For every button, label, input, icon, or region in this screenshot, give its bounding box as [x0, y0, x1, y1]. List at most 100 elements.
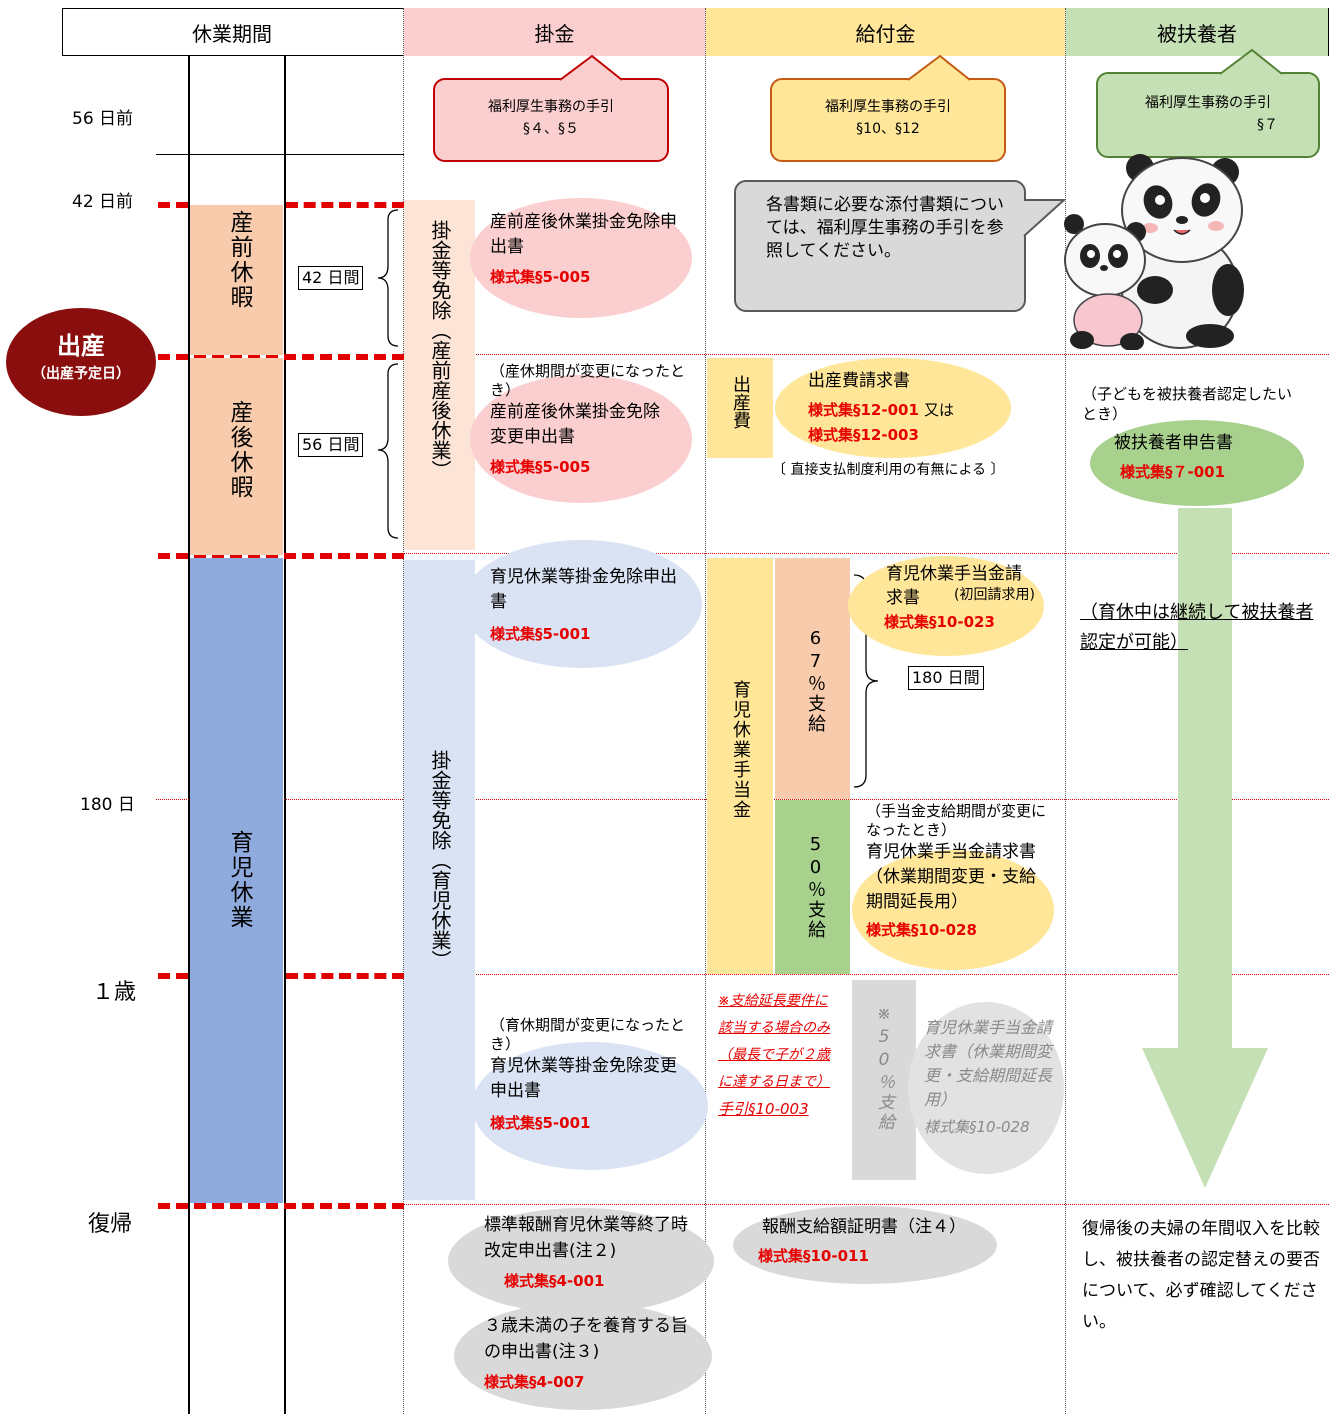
ext-note-line: ※支給延長要件に	[718, 993, 828, 1009]
doc-kakekin-1: 産前産後休業掛金免除申出書 様式集§5-005	[490, 210, 680, 289]
row-divider	[156, 154, 404, 155]
pct67-bar	[775, 558, 850, 799]
doc-form: 様式集§７-001	[1120, 463, 1226, 481]
bracket-56days	[377, 363, 399, 539]
doc-form: 様式集§4-007	[484, 1373, 585, 1391]
shussan-note: 〔 直接支払制度利用の有無による 〕	[772, 462, 1005, 478]
marker-42days	[286, 202, 404, 208]
doc-form: 様式集§4-001	[504, 1272, 605, 1290]
doc-title: 育児休業手当金請求書	[886, 564, 1022, 608]
doc-title: 被扶養者申告書	[1114, 433, 1233, 453]
sango-label: 産後休暇	[226, 400, 252, 500]
doc-form: 様式集§10-028	[924, 1118, 1030, 1136]
marker-ikuji-start	[158, 553, 404, 559]
days42-box: 42 日間	[298, 266, 364, 290]
attachments-note-text: 各書類に必要な添付書類については、福利厚生事務の手引を参照してください。	[766, 195, 1004, 261]
doc-shussanhi: 出産費請求書 様式集§12-001 又は 様式集§12-003	[808, 368, 1008, 447]
doc-title: 育児休業手当金請求書（休業期間変更・支給期間延長用）	[866, 842, 1036, 912]
time-one-year: １歳	[92, 980, 137, 1005]
note-pointer	[1020, 199, 1067, 237]
doc-form: 様式集§5-005	[490, 458, 591, 476]
doc-title: ３歳未満の子を養育する旨の申出書(注３)	[484, 1316, 688, 1362]
column-divider	[1065, 8, 1066, 1414]
doc-ellipse	[733, 1206, 997, 1284]
ext-note-line: に達する日まで）	[718, 1074, 830, 1090]
column-divider	[705, 8, 706, 1414]
marker-birth	[158, 354, 404, 360]
time-42days-before: 42 日前	[72, 192, 134, 212]
kakekin-bar-sankyu	[404, 200, 475, 550]
doc-kakekin-2: （産休期間が変更になったとき） 産前産後休業掛金免除変更申出書 様式集§5-00…	[490, 362, 695, 479]
callout-sections: §７	[1257, 117, 1278, 133]
continue-arrow	[1142, 508, 1268, 1188]
timeline-axis-right	[284, 56, 286, 1414]
time-180days: 180 日	[80, 795, 135, 815]
bracket-42days	[377, 209, 399, 347]
marker-42days	[158, 202, 188, 208]
ext-note-line: （最長で子が２歳	[718, 1047, 830, 1063]
header-period: 休業期間	[192, 21, 272, 46]
doc-condition: （手当金支給期間が変更になったとき）	[866, 802, 1047, 839]
doc-kyufu-2: （手当金支給期間が変更になったとき） 育児休業手当金請求書（休業期間変更・支給期…	[866, 802, 1056, 942]
shussanhi-label: 出産費	[730, 375, 751, 429]
doc-ellipse	[470, 375, 692, 503]
doc-kakekin-3: 育児休業等掛金免除申出書 様式集§5-001	[490, 565, 690, 646]
kakekin-callout: 福利厚生事務の手引 §４、§５	[433, 78, 669, 162]
doc-title: 育児休業等掛金免除変更申出書	[490, 1056, 677, 1101]
doc-kakekin-5: 標準報酬育児休業等終了時改定申出書(注２) 様式集§4-001	[484, 1212, 699, 1293]
days180-box: 180 日間	[908, 666, 984, 690]
doc-form: 様式集§5-001	[490, 1114, 591, 1132]
doc-ellipse	[472, 1042, 708, 1170]
doc-ellipse	[852, 850, 1054, 970]
doc-kakekin-6: ３歳未満の子を養育する旨の申出書(注３) 様式集§4-007	[484, 1313, 699, 1394]
ikuji-bar	[190, 558, 283, 1203]
kakekin-bar-sankyu-label: 掛金等免除（産前産後休業）	[428, 220, 452, 480]
kakekin-bar-ikuji	[404, 560, 475, 1200]
doc-ellipse	[1090, 420, 1304, 506]
doc-title: 育児休業等掛金免除申出書	[490, 567, 677, 612]
header-kakekin: 掛金	[404, 8, 705, 56]
column-divider	[403, 8, 404, 1414]
kyufu-callout: 福利厚生事務の手引 §10、§12	[770, 78, 1006, 162]
callout-title: 福利厚生事務の手引	[825, 99, 951, 115]
sango-bar	[190, 358, 283, 555]
doc-hoshu: 報酬支給額証明書（注４） 様式集§10-011	[758, 1216, 992, 1268]
ext-pct-label: ※50％支給	[874, 1004, 894, 1133]
callout-title: 福利厚生事務の手引	[488, 99, 614, 115]
doc-title: 育児休業手当金請求書（休業期間変更・支給期間延長用）	[924, 1018, 1053, 1109]
row-divider	[404, 553, 1329, 554]
extension-note: ※支給延長要件に 該当する場合のみ （最長で子が２歳 に達する日まで） 手引§1…	[718, 988, 846, 1123]
doc-title: 報酬支給額証明書（注４）	[762, 1217, 966, 1237]
doc-kyufu-1: 育児休業手当金請求書 (初回請求用) 様式集§10-023	[884, 562, 1056, 634]
shussanhi-bar	[707, 358, 773, 458]
doc-ellipse	[462, 540, 702, 668]
doc-form: 様式集§5-005	[490, 268, 591, 286]
kakekin-bar-ikuji-label: 掛金等免除（育児休業）	[428, 750, 452, 970]
sanzen-bar	[190, 205, 283, 355]
doc-kyufu-ext: 育児休業手当金請求書（休業期間変更・支給期間延長用） 様式集§10-028	[924, 1016, 1059, 1139]
pct67-label: 67％支給	[805, 628, 826, 734]
fuyo-callout: 福利厚生事務の手引 §７	[1096, 72, 1320, 158]
days56-box: 56 日間	[298, 433, 364, 457]
row-divider	[404, 1204, 1329, 1205]
panda-illustration	[1064, 154, 1244, 350]
pct50-bar	[775, 800, 850, 974]
fuyo-return-note: 復帰後の夫婦の年間収入を比較し、被扶養者の認定替えの要否について、必ず確認してく…	[1082, 1219, 1320, 1332]
marker-one-year	[286, 973, 404, 979]
doc-subtitle: (初回請求用)	[954, 587, 1035, 603]
doc-ellipse	[908, 1002, 1064, 1174]
teate-label: 育児休業手当金	[730, 680, 751, 820]
birth-label: 出産	[57, 332, 105, 360]
doc-ellipse	[470, 198, 692, 318]
doc-form: 様式集§10-028	[866, 921, 977, 939]
doc-form: 様式集§10-011	[758, 1247, 869, 1265]
row-divider	[404, 354, 1329, 355]
doc-condition: （育休期間が変更になったとき）	[490, 1016, 686, 1053]
callout-sections: §10、§12	[856, 121, 920, 137]
doc-condition: （産休期間が変更になったとき）	[490, 362, 686, 399]
callout-pointer	[1219, 48, 1283, 75]
ext-pct-bar	[852, 980, 916, 1180]
ikuji-label: 育児休業	[226, 830, 252, 930]
marker-one-year	[158, 973, 188, 979]
ext-note-line: 手引§10-003	[718, 1100, 809, 1118]
